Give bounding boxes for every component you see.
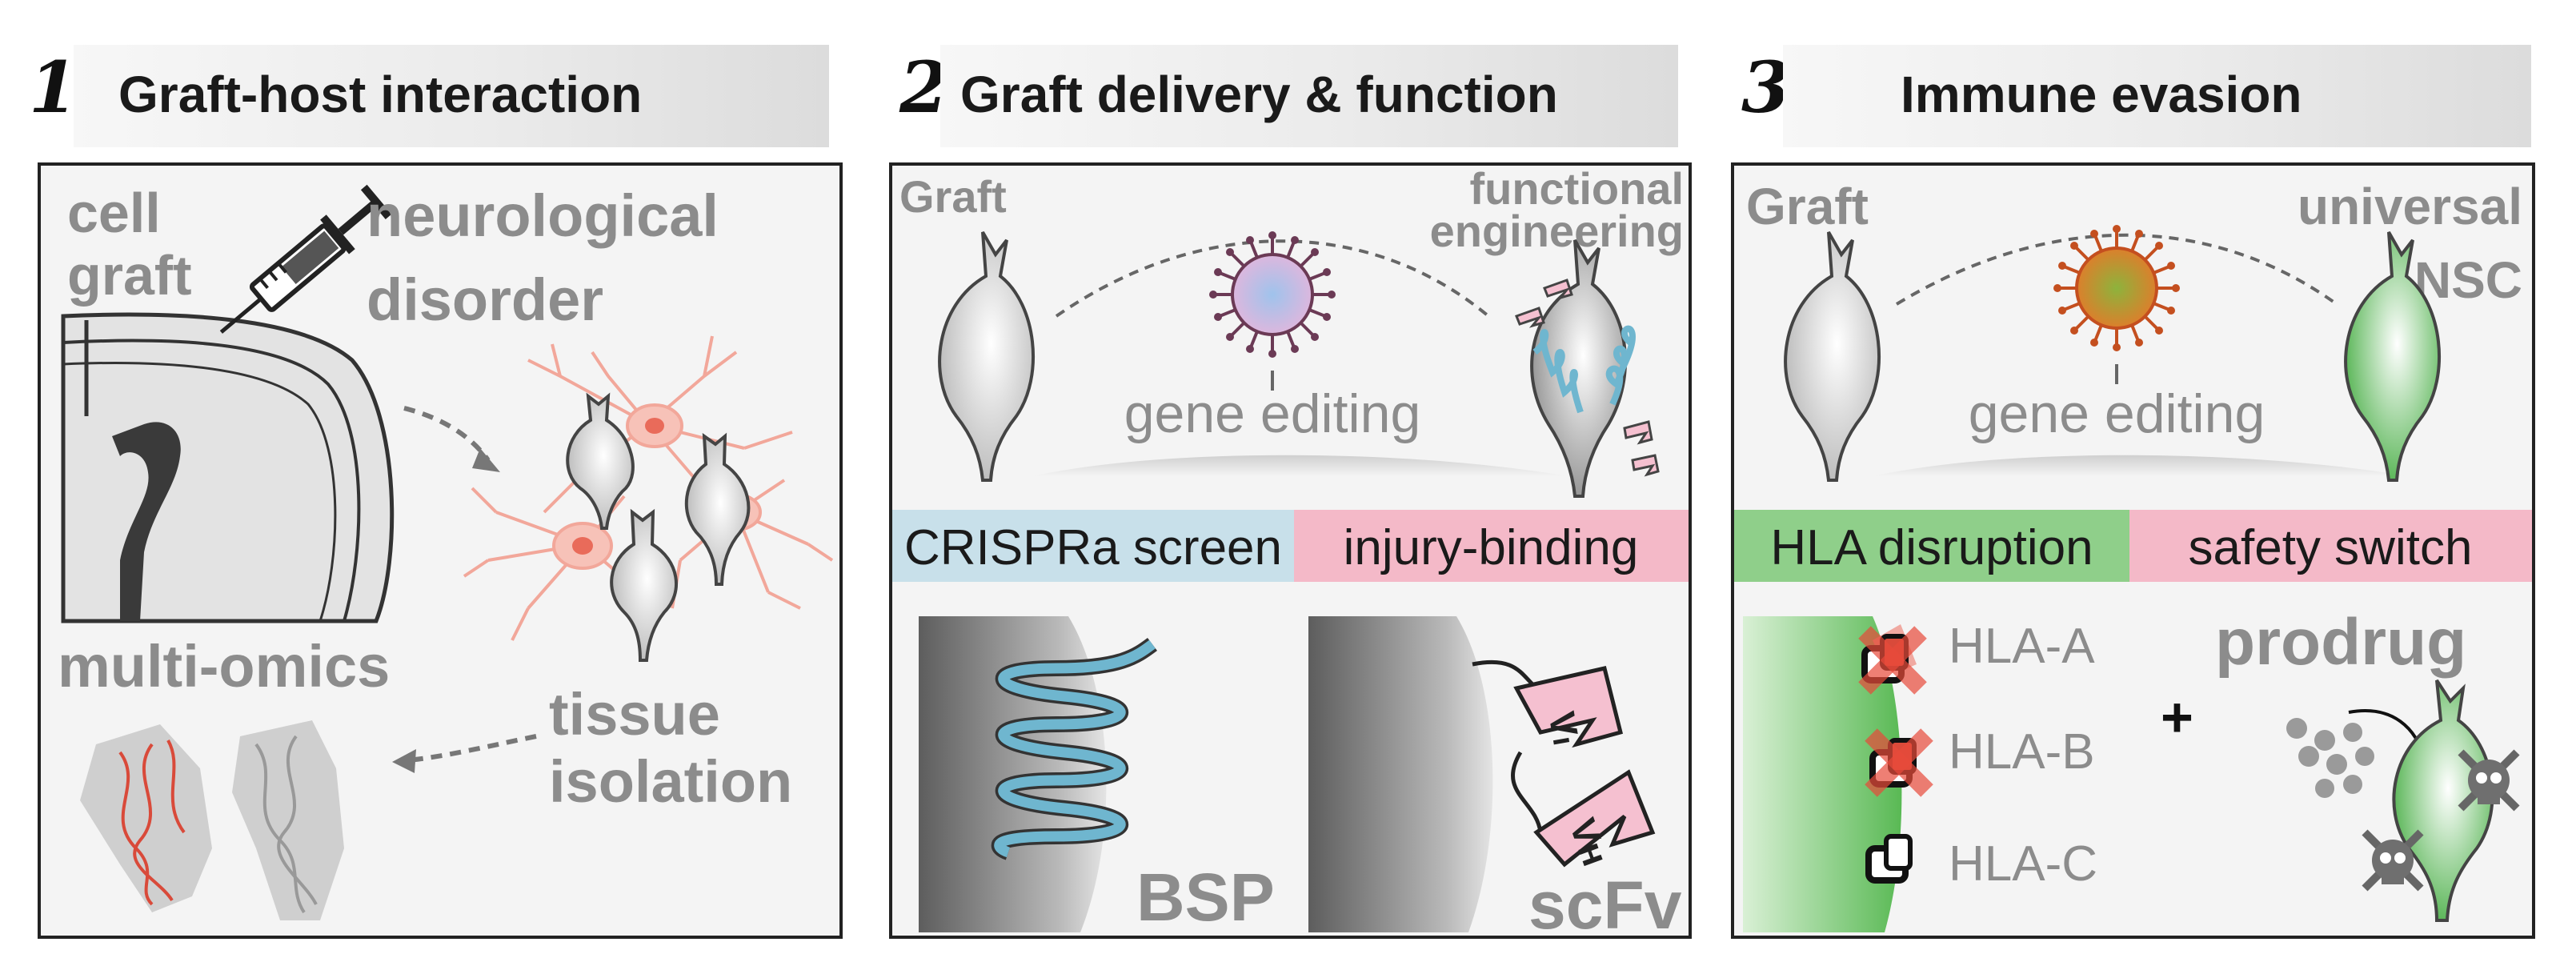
universal-nsc-cell <box>2344 231 2442 482</box>
dna-gray-icon <box>232 720 344 920</box>
functional-label-line2: engineering <box>1430 206 1684 256</box>
arrow-to-dna-icon <box>392 734 537 773</box>
panel-1: 1 Graft-host interaction cell graft neur… <box>29 45 843 939</box>
gene-editing-label: gene editing <box>1124 383 1421 444</box>
virus-icon-3 <box>2053 225 2180 384</box>
brain-section <box>61 312 395 623</box>
panel-1-number: 1 <box>29 46 78 129</box>
editing-mound <box>1032 455 1568 476</box>
plus-sign: + <box>2161 686 2193 748</box>
bsp-membrane <box>919 616 1157 932</box>
hla-band <box>1734 510 2129 582</box>
cell-graft-label-line1: cell <box>67 182 161 244</box>
graft-label: Graft <box>899 171 1007 222</box>
bsp-label: BSP <box>1136 860 1275 935</box>
cell-graft-label-line2: graft <box>67 244 192 307</box>
panel-3-title: Immune evasion <box>1901 66 2302 123</box>
hla-b-icon <box>1865 728 1933 797</box>
editing-arc-3 <box>1895 233 2338 306</box>
grafted-neurons <box>566 392 751 662</box>
disorder-label-line1: neurological <box>367 182 719 249</box>
crispra-band <box>892 510 1294 582</box>
omics-label: multi-omics <box>58 633 390 699</box>
panel-2: 2 Graft delivery & function Graft functi… <box>889 45 1692 943</box>
panel-3: 3 Immune evasion Graft universal NSC <box>1731 45 2535 939</box>
panel-1-title: Graft-host interaction <box>118 66 642 123</box>
safety-band <box>2129 510 2532 582</box>
tissue-label-line1: tissue <box>549 681 720 748</box>
functional-label-line1: functional <box>1469 163 1684 214</box>
virus-icon <box>1209 231 1336 391</box>
graft-cell-left <box>938 231 1036 482</box>
hla-a-icon <box>1858 624 1927 695</box>
skull-icon-2 <box>2362 829 2424 892</box>
panel-3-number: 3 <box>1741 46 1790 129</box>
arrow-to-host-icon <box>403 406 500 472</box>
injury-label: injury-binding <box>1344 520 1639 575</box>
svg-text:Vₗ: Vₗ <box>1540 708 1587 748</box>
hla-c-icon <box>1865 834 1913 884</box>
panel-1-header <box>74 45 829 147</box>
dna-red-icon <box>80 724 212 912</box>
scfv-label: scFv <box>1528 868 1682 943</box>
scfv-membrane: Vₗ Vʜ <box>1308 616 1656 932</box>
safety-switch-label: safety switch <box>2189 520 2473 575</box>
universal-label-line1: universal <box>2298 178 2522 235</box>
gene-editing-label-3: gene editing <box>1969 383 2266 444</box>
vl-domain-icon: Vₗ <box>1513 666 1624 748</box>
hla-b-label: HLA-B <box>1949 724 2095 780</box>
editing-arc <box>1055 239 1490 318</box>
disorder-label-line2: disorder <box>367 267 603 333</box>
hla-c-label: HLA-C <box>1949 836 2097 892</box>
panel-2-title: Graft delivery & function <box>960 66 1558 123</box>
universal-label-line2: NSC <box>2414 251 2522 309</box>
panel-3-header <box>1783 45 2531 147</box>
prodrug-label: prodrug <box>2215 606 2466 679</box>
injury-band <box>1294 510 1689 582</box>
crispra-label: CRISPRa screen <box>904 520 1282 575</box>
panel-2-number: 2 <box>899 46 948 129</box>
tissue-label-line2: isolation <box>549 748 792 815</box>
editing-mound-3 <box>1873 455 2409 476</box>
graft-cell-3 <box>1784 231 1881 482</box>
engineered-cell <box>1515 239 1660 498</box>
bsp-receptor-icon <box>994 663 1126 858</box>
syringe-icon <box>219 184 392 334</box>
panel-2-header <box>940 45 1678 147</box>
hla-a-label: HLA-A <box>1949 619 2095 674</box>
graft-label-3: Graft <box>1746 178 1869 235</box>
nsc-membrane <box>1743 616 1902 932</box>
hla-disruption-label: HLA disruption <box>1770 520 2093 575</box>
skull-icon-1 <box>2458 749 2520 812</box>
prodrug-dots-icon <box>2286 718 2374 798</box>
